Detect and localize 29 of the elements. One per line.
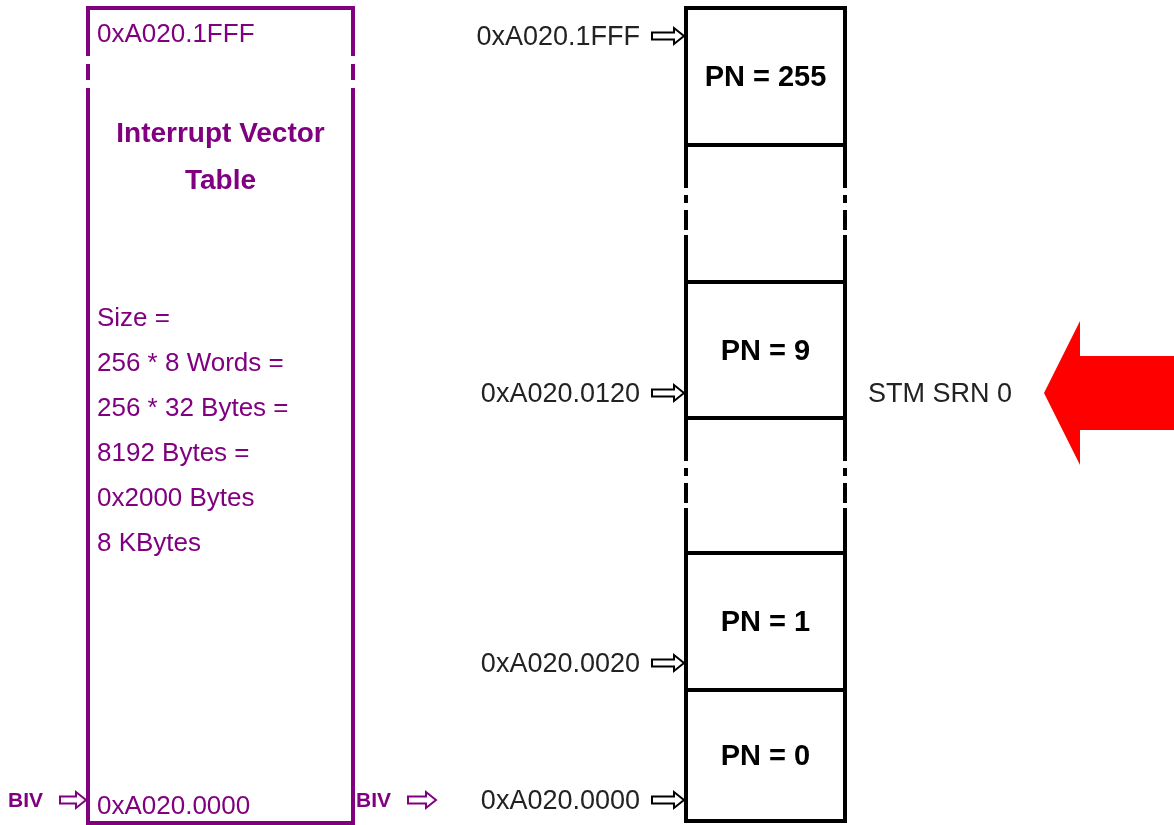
cell-label: PN = 1 [720, 605, 811, 638]
memory-cell [684, 688, 847, 823]
pointer-label: BIV [8, 786, 60, 814]
address-text: 0xA020.1FFF [97, 18, 255, 49]
cell-label: PN = 0 [720, 739, 811, 772]
table-title: Interrupt Vector Table [115, 116, 326, 197]
source-label: STM SRN 0 [868, 375, 1044, 411]
address-label: 0xA020.0020 [420, 645, 652, 681]
address-label: 0xA020.0120 [420, 375, 652, 411]
size-text: 0x2000 Bytes [97, 481, 255, 514]
pointer-arrow [651, 789, 686, 811]
memory-table-box [86, 6, 355, 825]
pointer-arrow [59, 789, 88, 811]
size-text: 8192 Bytes = [97, 436, 250, 469]
size-text: 256 * 32 Bytes = [97, 391, 289, 424]
size-text: 8 KBytes [97, 526, 202, 559]
size-text: 256 * 8 Words = [97, 346, 284, 379]
cell-label: PN = 255 [704, 60, 827, 93]
pointer-arrow [651, 652, 686, 674]
address-text: 0xA020.0000 [97, 790, 251, 821]
large-arrow [1044, 321, 1174, 465]
address-label: 0xA020.0000 [436, 782, 652, 818]
size-text: Size = [97, 301, 170, 334]
pointer-arrow [651, 25, 686, 47]
pointer-arrow [651, 382, 686, 404]
cell-label: PN = 9 [720, 333, 811, 367]
address-label: 0xA020.1FFF [420, 18, 652, 54]
pointer-arrow [407, 789, 438, 811]
pointer-label: BIV [356, 786, 408, 814]
